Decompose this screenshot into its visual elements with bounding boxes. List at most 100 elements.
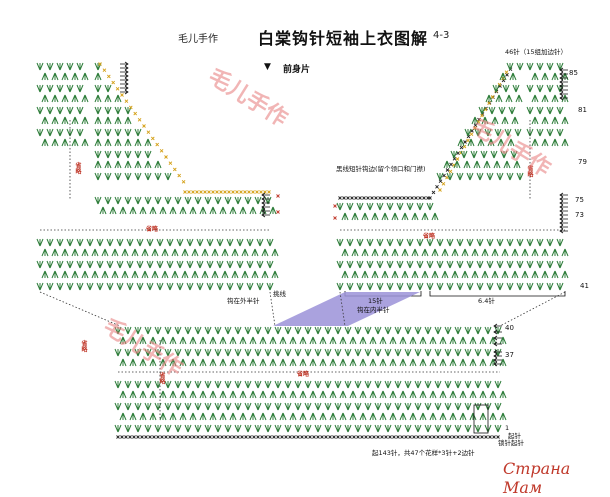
- stitch-group: [409, 390, 417, 399]
- stitch-group: [116, 282, 124, 291]
- stitch-group: [154, 196, 162, 205]
- stitch-group: [184, 380, 192, 389]
- single-crochet-mark: [316, 435, 320, 439]
- stitch-group: [531, 94, 539, 103]
- stitch-group: [414, 424, 422, 433]
- stitch-group: [561, 270, 569, 279]
- stitch-group: [156, 260, 164, 269]
- stitch-group: [214, 348, 222, 357]
- single-crochet-mark: [362, 196, 366, 200]
- stitch-group: [134, 348, 142, 357]
- stitch-group: [41, 248, 49, 257]
- stitch-group: [309, 336, 317, 345]
- stitch-group: [36, 238, 44, 247]
- single-crochet-mark: [449, 162, 453, 167]
- row-arrow-icon: [559, 216, 568, 222]
- stitch-group: [41, 116, 49, 125]
- single-crochet-mark: [255, 190, 259, 194]
- stitch-group: [254, 196, 262, 205]
- single-crochet-mark: [220, 435, 224, 439]
- stitch-group: [234, 196, 242, 205]
- stitch-group: [36, 282, 44, 291]
- stitch-group: [114, 348, 122, 357]
- stitch-group: [309, 358, 317, 367]
- stitch-group: [456, 172, 464, 181]
- stitch-group: [216, 238, 224, 247]
- stitch-group: [474, 128, 482, 137]
- stitch-group: [376, 202, 384, 211]
- stitch-group: [164, 196, 172, 205]
- stitch-group: [526, 260, 534, 269]
- single-crochet-mark: [224, 435, 228, 439]
- stitch-group: [104, 84, 112, 93]
- stitch-group: [381, 248, 389, 257]
- stitch-group: [56, 84, 64, 93]
- stitch-group: [36, 84, 44, 93]
- stitch-group: [141, 270, 149, 279]
- chain-note: 锁针起针: [498, 439, 524, 447]
- stitch-group: [231, 248, 239, 257]
- stitch-group: [426, 238, 434, 247]
- stitch-group: [136, 282, 144, 291]
- single-crochet-mark: [231, 190, 235, 194]
- stitch-group: [81, 138, 89, 147]
- stitch-group: [254, 326, 262, 335]
- stitch-group: [495, 94, 503, 103]
- stitch-group: [439, 358, 447, 367]
- single-crochet-mark: [445, 168, 450, 172]
- single-crochet-mark: [406, 196, 410, 200]
- single-crochet-mark: [484, 435, 488, 439]
- stitch-group: [466, 260, 474, 269]
- stitch-group: [561, 116, 569, 125]
- stitch-group: [359, 336, 367, 345]
- stitch-group: [314, 380, 322, 389]
- stitch-group: [239, 390, 247, 399]
- stitch-group: [339, 336, 347, 345]
- stitch-group: [76, 128, 84, 137]
- single-crochet-mark: [239, 190, 243, 194]
- stitch-group: [404, 380, 412, 389]
- stitch-group: [159, 206, 167, 215]
- stitch-group: [214, 196, 222, 205]
- stitch-group: [194, 348, 202, 357]
- single-crochet-mark: [412, 435, 416, 439]
- stitch-group: [476, 172, 484, 181]
- stitch-group: [149, 412, 157, 421]
- single-crochet-mark: [195, 190, 199, 194]
- stitch-group: [429, 390, 437, 399]
- stitch-group: [536, 260, 544, 269]
- stitch-group: [256, 260, 264, 269]
- stitch-group: [336, 238, 344, 247]
- stitch-group: [124, 326, 132, 335]
- stitch-group: [496, 172, 504, 181]
- single-crochet-mark: [288, 435, 292, 439]
- stitch-group: [498, 106, 506, 115]
- stitch-group: [546, 238, 554, 247]
- stitch-group: [334, 348, 342, 357]
- stitch-group: [536, 106, 544, 115]
- stitch-group: [456, 260, 464, 269]
- single-crochet-mark: [392, 435, 396, 439]
- site-logo: Страна Мам: [503, 459, 571, 497]
- row-arrow-icon: [559, 71, 568, 77]
- stitch-group: [419, 412, 427, 421]
- stitch-group: [104, 196, 112, 205]
- stitch-group: [496, 238, 504, 247]
- stitch-group: [229, 336, 237, 345]
- stitch-group: [94, 128, 102, 137]
- single-crochet-mark: [459, 145, 464, 150]
- single-crochet-mark: [480, 113, 484, 118]
- stitch-group: [431, 248, 439, 257]
- stitch-group: [161, 270, 169, 279]
- stitch-group: [329, 336, 337, 345]
- stitch-group: [139, 412, 147, 421]
- stitch-group: [244, 348, 252, 357]
- stitch-group: [454, 348, 462, 357]
- stitch-group: [474, 424, 482, 433]
- single-crochet-mark: [235, 190, 239, 194]
- stitch-group: [251, 270, 259, 279]
- row-number: 79: [578, 158, 587, 166]
- row-number: 75: [575, 196, 584, 204]
- stitch-group: [124, 402, 132, 411]
- stitch-group: [299, 336, 307, 345]
